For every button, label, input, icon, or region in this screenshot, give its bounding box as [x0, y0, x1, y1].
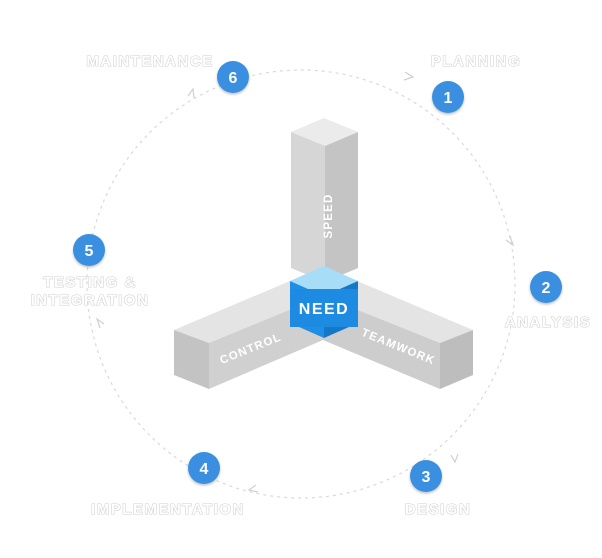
step-number-1: 1 — [444, 90, 453, 107]
step-badge-3[interactable]: 3 — [410, 460, 442, 492]
step-badge-2[interactable]: 2 — [530, 271, 562, 303]
speed-label: SPEED — [323, 194, 335, 239]
cycle-ring — [86, 69, 516, 499]
need-cube-face — [290, 289, 358, 327]
phase-label-implementation: IMPLEMENTATION — [91, 501, 245, 518]
arrow-icon — [187, 87, 195, 99]
step-badge-1[interactable]: 1 — [432, 81, 464, 113]
phase-label-planning: PLANNING — [431, 53, 521, 70]
step-badges: 1 2 3 4 5 6 — [73, 61, 562, 492]
top-bar-left — [291, 132, 325, 282]
arrow-icon — [247, 484, 259, 493]
arrow-icon — [450, 453, 459, 464]
step-number-6: 6 — [229, 70, 238, 87]
right-bar-top — [323, 281, 473, 343]
right-bar-side — [440, 330, 473, 389]
top-bar-right — [325, 132, 358, 282]
phase-label-analysis: ANALYSIS — [505, 314, 591, 331]
need-label: NEED — [299, 301, 349, 318]
step-badge-6[interactable]: 6 — [217, 61, 249, 93]
center-structure: NEED SPEED CONTROL TEAMWORK — [174, 118, 473, 389]
phase-label-design: DESIGN — [405, 501, 472, 518]
arrow-icon — [95, 317, 105, 329]
step-number-2: 2 — [542, 280, 551, 297]
step-badge-4[interactable]: 4 — [188, 452, 220, 484]
phase-label-integration: INTEGRATION — [31, 292, 150, 309]
phase-labels: PLANNING ANALYSIS DESIGN IMPLEMENTATION … — [30, 52, 591, 518]
top-bar-top — [291, 118, 358, 146]
step-number-3: 3 — [422, 469, 431, 486]
phase-label-testing: TESTING & — [43, 274, 137, 291]
cycle-arrows — [95, 71, 515, 493]
arrow-icon — [505, 235, 515, 247]
step-badge-5[interactable]: 5 — [73, 234, 105, 266]
step-number-4: 4 — [200, 461, 209, 478]
step-number-5: 5 — [85, 243, 94, 260]
phase-label-maintenance: MAINTENANCE — [86, 53, 213, 70]
left-bar-top — [174, 281, 323, 343]
arrow-icon — [403, 71, 415, 81]
left-bar-side — [174, 330, 209, 389]
